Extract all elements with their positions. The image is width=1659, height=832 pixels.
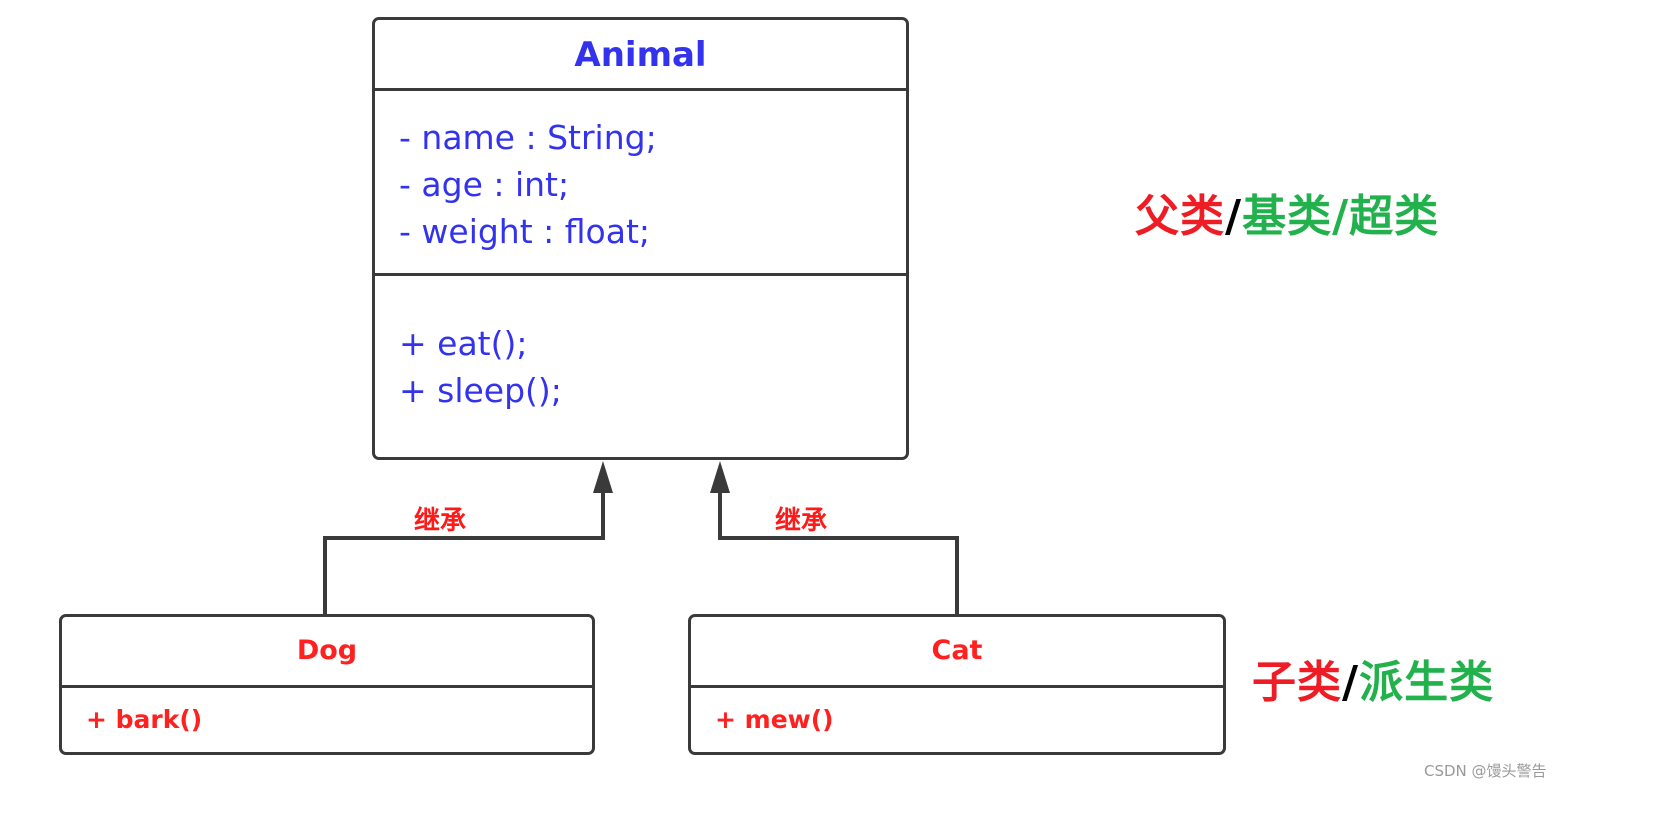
attribute: - age : int; [399, 165, 570, 204]
attribute: - weight : float; [399, 212, 651, 251]
class-animal[interactable]: Animal - name : String; - age : int; - w… [372, 17, 909, 460]
annotation-text: 基类 [1242, 191, 1333, 242]
cat-inheritance-line [718, 490, 959, 615]
class-cat-name: Cat [931, 635, 983, 666]
class-animal-attributes: - name : String; - age : int; - weight :… [375, 88, 906, 273]
class-animal-name: Animal [574, 35, 707, 75]
annotation-separator: / [1332, 191, 1350, 242]
edge-label-cat: 继承 [775, 506, 828, 536]
attribute: - name : String; [399, 118, 657, 157]
class-dog-method: + bark() [62, 685, 592, 752]
annotation-text: 父类 [1135, 191, 1225, 242]
annotation-text: 超类 [1349, 191, 1440, 242]
annotation-text: 派生类 [1359, 657, 1495, 708]
annotation-separator: / [1342, 657, 1360, 708]
class-cat[interactable]: Cat + mew() [688, 614, 1226, 755]
class-cat-method: + mew() [691, 685, 1223, 752]
dog-inheritance-line [323, 490, 605, 615]
annotation-text: 子类 [1252, 657, 1342, 708]
dog-arrowhead-icon [593, 461, 613, 493]
annotation-separator: / [1225, 191, 1243, 242]
class-dog-name: Dog [296, 635, 358, 666]
edge-label-dog: 继承 [414, 506, 467, 536]
method: + eat(); [399, 324, 528, 363]
watermark: CSDN @馒头警告 [1424, 762, 1547, 780]
class-animal-methods: + eat(); + sleep(); [375, 273, 906, 457]
class-dog[interactable]: Dog + bark() [59, 614, 595, 755]
method: + sleep(); [399, 371, 562, 410]
child-class-annotation: 子类/派生类 [1252, 646, 1494, 710]
cat-arrowhead-icon [710, 461, 730, 493]
parent-class-annotation: 父类/基类/超类 [1135, 180, 1439, 244]
